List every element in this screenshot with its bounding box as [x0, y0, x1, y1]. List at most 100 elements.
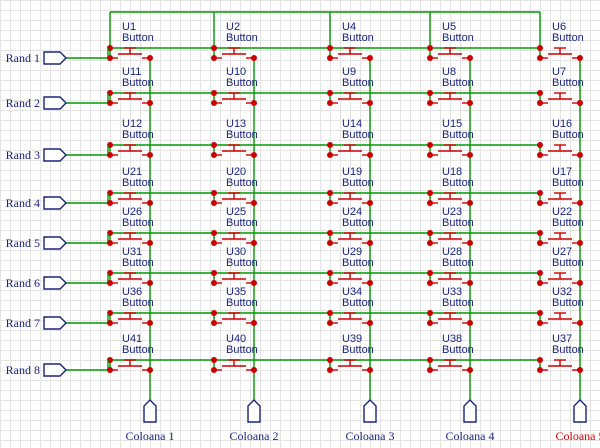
component-value-label: Button: [552, 32, 584, 44]
column-port-label: Coloana 3: [346, 429, 395, 443]
component-value-label: Button: [226, 217, 258, 229]
column-port-label: Coloana 2: [230, 429, 279, 443]
component-value-label: Button: [442, 217, 474, 229]
port-flag-shape: [43, 236, 67, 250]
component-value-label: Button: [552, 129, 584, 141]
component-value-label: Button: [122, 129, 154, 141]
junction-dot: [537, 90, 543, 96]
junction-dot: [537, 45, 543, 51]
column-port-label: Coloana 4: [446, 429, 495, 443]
junction-dot: [537, 357, 543, 363]
component-value-label: Button: [552, 217, 584, 229]
component-ref-label: U1: [122, 21, 136, 33]
component-value-label: Button: [552, 177, 584, 189]
component-value-label: Button: [442, 344, 474, 356]
junction-dot: [427, 357, 433, 363]
component-ref-label: U39: [342, 333, 362, 345]
row-port-label: Rand 7: [6, 316, 40, 330]
component-ref-label: U5: [442, 21, 456, 33]
component-value-label: Button: [122, 344, 154, 356]
component-value-label: Button: [342, 344, 374, 356]
component-ref-label: U33: [442, 286, 462, 298]
component-value-label: Button: [226, 177, 258, 189]
junction-dot: [427, 45, 433, 51]
component-value-label: Button: [342, 32, 374, 44]
port-flag-shape: [43, 196, 67, 210]
component-ref-label: U17: [552, 166, 572, 178]
component-ref-label: U23: [442, 206, 462, 218]
junction-dot: [327, 230, 333, 236]
component-ref-label: U12: [122, 118, 142, 130]
column-output-port: Coloana 4: [446, 399, 495, 443]
junction-dot: [211, 270, 217, 276]
component-ref-label: U35: [226, 286, 246, 298]
junction-dot: [327, 45, 333, 51]
component-value-label: Button: [226, 32, 258, 44]
component-ref-label: U4: [342, 21, 356, 33]
component-ref-label: U27: [552, 246, 572, 258]
junction-dot: [427, 270, 433, 276]
component-ref-label: U41: [122, 333, 142, 345]
component-value-label: Button: [552, 344, 584, 356]
column-output-port: Coloana 2: [230, 399, 279, 443]
component-ref-label: U7: [552, 66, 566, 78]
component-value-label: Button: [226, 344, 258, 356]
component-value-label: Button: [226, 257, 258, 269]
row-port-label: Rand 4: [6, 196, 40, 210]
port-flag-shape: [43, 148, 67, 162]
row-input-port: Rand 5: [6, 236, 67, 250]
component-value-label: Button: [442, 257, 474, 269]
component-ref-label: U2: [226, 21, 240, 33]
column-port-label: Coloana 5: [556, 429, 600, 443]
column-output-port: Coloana 3: [346, 399, 395, 443]
junction-dot: [327, 190, 333, 196]
component-value-label: Button: [122, 32, 154, 44]
junction-dot: [327, 270, 333, 276]
column-output-port: Coloana 5: [556, 399, 600, 443]
junction-dot: [327, 357, 333, 363]
row-port-label: Rand 5: [6, 236, 40, 250]
row-port-label: Rand 3: [6, 148, 40, 162]
row-input-port: Rand 7: [6, 316, 67, 330]
column-output-port: Coloana 1: [126, 399, 175, 443]
component-value-label: Button: [122, 297, 154, 309]
component-value-label: Button: [442, 32, 474, 44]
component-ref-label: U37: [552, 333, 572, 345]
component-ref-label: U36: [122, 286, 142, 298]
component-ref-label: U24: [342, 206, 362, 218]
junction-dot: [327, 310, 333, 316]
junction-dot: [327, 90, 333, 96]
port-flag-shape: [573, 399, 587, 423]
row-input-port: Rand 6: [6, 276, 67, 290]
component-value-label: Button: [122, 177, 154, 189]
component-ref-label: U18: [442, 166, 462, 178]
component-ref-label: U19: [342, 166, 362, 178]
component-ref-label: U40: [226, 333, 246, 345]
component-ref-label: U9: [342, 66, 356, 78]
port-flag-shape: [463, 399, 477, 423]
component-value-label: Button: [122, 257, 154, 269]
